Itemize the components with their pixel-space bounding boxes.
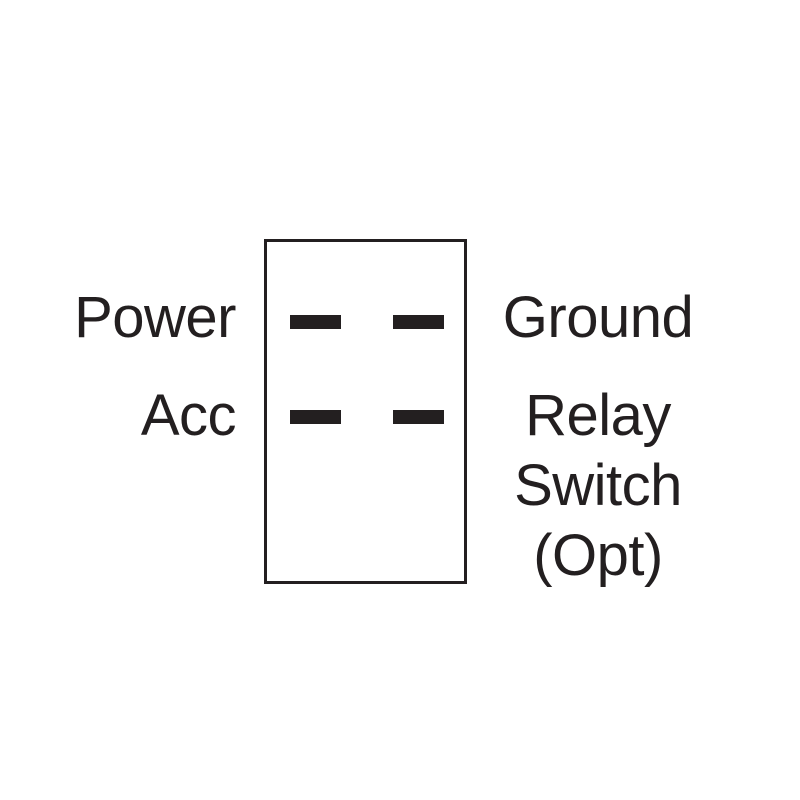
acc-label: Acc [140,383,237,448]
terminal-ground-icon [393,315,444,329]
relay-label-line-3: (Opt) [533,523,663,588]
terminal-relay-switch-icon [393,410,444,424]
relay-switch-opt-label: Relay Switch (Opt) [470,381,726,591]
switch-body-outline [264,239,467,584]
ground-label: Ground [502,285,694,350]
relay-label-line-2: Switch [514,453,682,518]
terminal-acc-icon [290,410,341,424]
power-label: Power [74,285,236,350]
relay-label-line-1: Relay [525,383,671,448]
terminal-power-icon [290,315,341,329]
